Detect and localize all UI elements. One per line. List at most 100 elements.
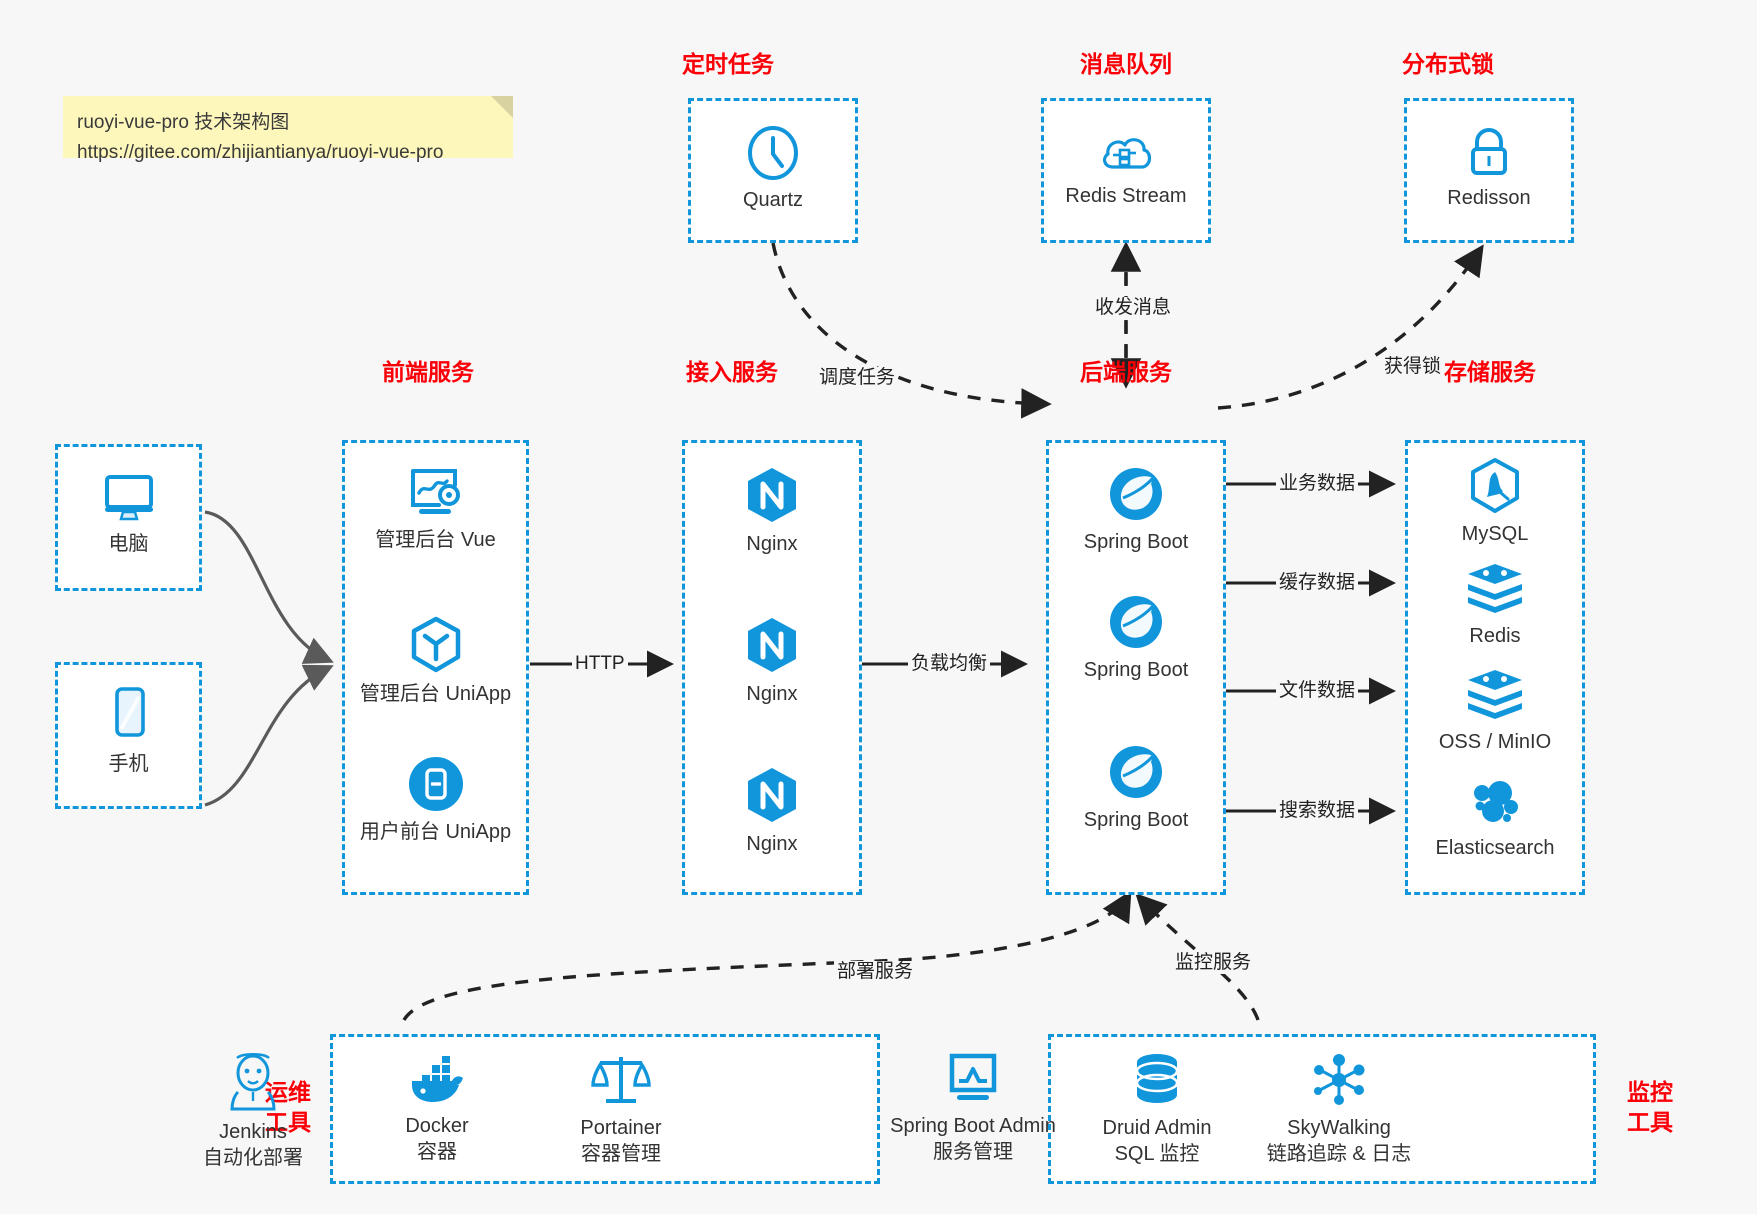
edge-label-http: HTTP	[572, 653, 628, 675]
node-label: 手机	[108, 753, 149, 775]
node-label: Druid Admin	[1102, 1117, 1212, 1139]
node-label: Spring Boot	[1083, 531, 1189, 553]
edge-label-load-balance: 负载均衡	[908, 653, 991, 675]
node-mysql[interactable]: MySQL	[1408, 457, 1582, 547]
node-spring-boot-2[interactable]: Spring Boot	[1049, 593, 1223, 683]
node-nginx-3[interactable]: Nginx	[685, 765, 859, 857]
node-sublabel: 容器	[417, 1141, 457, 1163]
spring-boot-icon	[1110, 596, 1162, 648]
node-sublabel: 服务管理	[933, 1141, 1013, 1163]
node-spring-boot-3[interactable]: Spring Boot	[1049, 743, 1223, 833]
node-redis[interactable]: Redis	[1408, 561, 1582, 649]
lock-icon	[1471, 128, 1507, 175]
node-docker[interactable]: Docker 容器	[347, 1051, 527, 1165]
edge-label-monitor-service: 监控服务	[1172, 952, 1255, 974]
note-fold-corner	[491, 96, 513, 118]
node-label: OSS / MinIO	[1438, 731, 1552, 753]
node-sublabel: 链路追踪 & 日志	[1266, 1143, 1412, 1165]
group-title-storage: 存储服务	[1444, 359, 1536, 385]
edge-label-acquire-lock: 获得锁	[1381, 356, 1445, 378]
client-box-mobile: 手机	[55, 662, 202, 809]
note-url: https://gitee.com/zhijiantianya/ruoyi-vu…	[77, 142, 444, 163]
title-note: ruoyi-vue-pro 技术架构图 https://gitee.com/zh…	[63, 96, 513, 163]
node-skywalking[interactable]: SkyWalking 链路追踪 & 日志	[1249, 1051, 1429, 1167]
node-sublabel: 自动化部署	[203, 1147, 303, 1169]
group-box-backend: Spring Boot Spring Boot Spring Boot	[1046, 440, 1226, 895]
node-jenkins[interactable]: Jenkins 自动化部署	[163, 1051, 343, 1171]
node-label: 管理后台 UniApp	[359, 683, 512, 705]
node-label: 管理后台 Vue	[375, 529, 496, 551]
mysql-dolphin-icon	[1471, 458, 1519, 513]
group-title-gateway: 接入服务	[686, 359, 778, 385]
node-druid-admin[interactable]: Druid Admin SQL 监控	[1067, 1051, 1247, 1167]
node-label: MySQL	[1461, 523, 1529, 545]
client-box-desktop: 电脑	[55, 444, 202, 591]
node-admin-vue[interactable]: 管理后台 Vue	[345, 465, 526, 553]
node-label: Jenkins	[219, 1121, 287, 1143]
node-label: Spring Boot	[1083, 659, 1189, 681]
scales-balance-icon	[591, 1057, 651, 1103]
nginx-icon	[748, 618, 796, 672]
node-label: SkyWalking	[1287, 1117, 1391, 1139]
group-title-devops: 运维 工具	[258, 1077, 318, 1137]
spring-boot-icon	[1110, 468, 1162, 520]
node-label: Portainer	[580, 1117, 662, 1139]
node-redisson[interactable]: Redisson	[1407, 125, 1571, 211]
node-label: Nginx	[746, 683, 798, 705]
monitor-chart-icon	[949, 1053, 997, 1100]
node-label: 电脑	[108, 533, 149, 555]
hexagon-cube-icon	[411, 616, 460, 673]
nginx-icon	[748, 468, 796, 522]
node-label: Spring Boot Admin	[890, 1115, 1056, 1137]
monitoring-title-line1: 监控	[1627, 1079, 1673, 1105]
node-mobile[interactable]: 手机	[58, 685, 199, 777]
group-box-storage: MySQL Redis OSS / MinIO	[1405, 440, 1585, 895]
node-nginx-2[interactable]: Nginx	[685, 615, 859, 707]
node-label: Nginx	[746, 533, 798, 555]
group-title-backend: 后端服务	[1080, 359, 1172, 385]
edge-label-cache-data: 缓存数据	[1276, 572, 1359, 594]
node-label: Redisson	[1447, 187, 1531, 209]
group-box-gateway: Nginx Nginx Nginx	[682, 440, 862, 895]
node-label: Nginx	[746, 833, 798, 855]
database-cylinder-icon	[1135, 1054, 1179, 1103]
node-portainer[interactable]: Portainer 容器管理	[531, 1051, 711, 1167]
elasticsearch-icon	[1474, 781, 1518, 822]
group-box-monitoring: Spring Boot Admin 服务管理 Druid Admin SQL 监…	[890, 1034, 1596, 1184]
group-box-distributed-lock: Redisson	[1404, 98, 1574, 243]
group-box-scheduled-task: Quartz	[688, 98, 858, 243]
monitoring-title-line2: 工具	[1627, 1109, 1673, 1135]
group-title-monitoring: 监控 工具	[1620, 1077, 1680, 1137]
node-redis-stream[interactable]: Redis Stream	[1044, 125, 1208, 209]
node-label: Spring Boot	[1083, 809, 1189, 831]
node-elasticsearch[interactable]: Elasticsearch	[1408, 773, 1582, 861]
node-oss-minio[interactable]: OSS / MinIO	[1408, 667, 1582, 755]
desktop-monitor-icon	[104, 475, 153, 521]
node-quartz[interactable]: Quartz	[691, 125, 855, 213]
group-title-message-queue: 消息队列	[1080, 51, 1172, 77]
clock-icon	[748, 126, 798, 180]
spring-boot-icon	[1110, 746, 1162, 798]
edge-label-send-receive-message: 收发消息	[1092, 297, 1175, 319]
group-title-distributed-lock: 分布式锁	[1402, 51, 1494, 77]
nginx-icon	[748, 768, 796, 822]
devops-title-line2: 工具	[265, 1109, 311, 1135]
node-user-uniapp[interactable]: 用户前台 UniApp	[345, 755, 526, 845]
group-title-scheduled-task: 定时任务	[682, 51, 774, 77]
node-label: Redis Stream	[1065, 185, 1187, 207]
dashboard-gear-icon	[410, 469, 460, 514]
node-spring-boot-admin[interactable]: Spring Boot Admin 服务管理	[883, 1051, 1063, 1165]
cloud-network-icon	[1102, 138, 1152, 169]
group-box-message-queue: Redis Stream	[1041, 98, 1211, 243]
node-label: Quartz	[742, 189, 804, 211]
docker-whale-icon	[412, 1056, 463, 1102]
node-admin-uniapp[interactable]: 管理后台 UniApp	[345, 615, 526, 707]
node-desktop[interactable]: 电脑	[58, 469, 199, 557]
node-nginx-1[interactable]: Nginx	[685, 465, 859, 557]
note-title: ruoyi-vue-pro 技术架构图	[77, 112, 290, 133]
redis-stack-icon	[1468, 564, 1522, 613]
node-label: Docker	[405, 1115, 469, 1137]
node-spring-boot-1[interactable]: Spring Boot	[1049, 465, 1223, 555]
node-sublabel: SQL 监控	[1114, 1143, 1200, 1165]
